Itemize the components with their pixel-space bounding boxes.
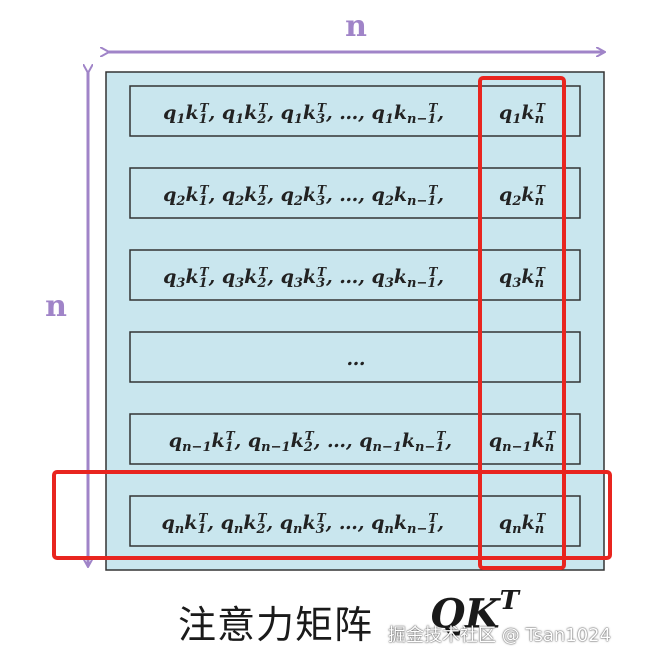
matrix-row-terms: qn−1k1T, qn−1k2T, …, qn−1kn−1T, — [169, 429, 452, 454]
matrix-row-box — [129, 249, 581, 301]
last-row-highlight — [52, 470, 612, 560]
matrix-row-terms: q3k1T, q3k2T, q3k3T, …, q3kn−1T, — [163, 265, 444, 290]
watermark: 掘金技术社区 @ Tsan1024 — [388, 625, 612, 646]
top-dimension-label: n — [345, 9, 367, 44]
matrix-row-last-term: q1knT — [499, 101, 546, 126]
matrix-row-box — [129, 495, 581, 547]
matrix-row-last-term: q2knT — [499, 183, 546, 208]
matrix-row-box — [129, 413, 581, 465]
matrix-row-box — [129, 167, 581, 219]
caption-formula-base: QK — [430, 590, 500, 638]
matrix-row-terms: q2k1T, q2k2T, q2k3T, …, q2kn−1T, — [163, 183, 444, 208]
matrix-row-terms: q1k1T, q1k2T, q1k3T, …, q1kn−1T, — [163, 101, 444, 126]
matrix-row-last-term: q3knT — [499, 265, 546, 290]
matrix-row-last-term: qn−1knT — [489, 429, 556, 454]
matrix-row-terms: qnk1T, qnk2T, qnk3T, …, qnkn−1T, — [161, 511, 444, 536]
matrix-row-last-term: qnknT — [499, 511, 546, 536]
caption-formula: QKT — [430, 586, 519, 638]
matrix-row-box — [129, 331, 581, 383]
last-column-highlight — [478, 76, 566, 570]
caption-formula-sup: T — [499, 586, 519, 616]
left-dimension-label: n — [45, 289, 67, 324]
matrix-background — [105, 71, 605, 571]
matrix-rows: q1k1T, q1k2T, q1k3T, …, q1kn−1T, q1knT q2k… — [129, 85, 581, 547]
matrix-row-ellipsis: … — [347, 348, 366, 370]
matrix-row-box — [129, 85, 581, 137]
caption-title: 注意力矩阵 — [178, 603, 374, 647]
